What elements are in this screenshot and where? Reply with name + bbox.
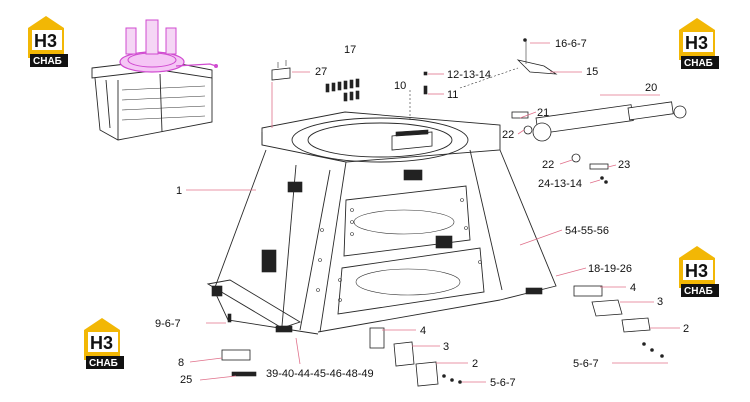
part-27	[271, 60, 291, 81]
leader-lines	[186, 42, 680, 383]
callout-3-bottom: 3	[443, 341, 449, 353]
callout-labels: 1 27 17 10 12-13-14 11 16-6-7 15 20 21 2…	[155, 38, 689, 389]
callout-20: 20	[645, 82, 657, 94]
svg-text:H3: H3	[685, 33, 708, 53]
callout-15: 15	[586, 66, 598, 78]
callout-22-upper: 22	[502, 129, 514, 141]
callout-22-lower: 22	[542, 159, 554, 171]
brand-logo-mid-right: H3 СНАБ	[679, 246, 719, 297]
part-17-bolts	[325, 78, 360, 102]
callout-25: 25	[180, 374, 192, 386]
callout-10: 10	[394, 80, 406, 92]
callout-39-49: 39-40-44-45-46-48-49	[266, 368, 374, 380]
svg-text:СНАБ: СНАБ	[33, 56, 62, 67]
svg-text:СНАБ: СНАБ	[89, 358, 118, 369]
callout-8: 8	[178, 357, 184, 369]
main-frame	[206, 111, 557, 335]
pads-bottom	[221, 313, 462, 387]
callout-21: 21	[537, 107, 549, 119]
callout-17: 17	[344, 44, 356, 56]
callout-16-6-7: 16-6-7	[555, 38, 587, 50]
callout-4-right: 4	[630, 282, 636, 294]
svg-text:СНАБ: СНАБ	[684, 58, 713, 69]
brand-logo-bottom-left: H3 СНАБ	[84, 318, 124, 369]
callout-23: 23	[618, 159, 630, 171]
svg-text:H3: H3	[34, 31, 57, 51]
callout-1: 1	[176, 185, 182, 197]
callout-3-right: 3	[657, 296, 663, 308]
svg-text:H3: H3	[90, 333, 113, 353]
callout-4-bottom: 4	[420, 325, 426, 337]
pads-right	[573, 285, 664, 358]
overview-thumbnail	[91, 19, 218, 141]
callout-12-13-14: 12-13-14	[447, 69, 491, 81]
svg-text:СНАБ: СНАБ	[684, 286, 713, 297]
brand-logo-top-left: H3 СНАБ	[28, 16, 68, 67]
part-15-bracket	[516, 38, 558, 75]
brand-logo-top-right: H3 СНАБ	[679, 18, 719, 69]
callout-24-13-14: 24-13-14	[538, 178, 582, 190]
part-10-11	[423, 71, 428, 95]
svg-text:H3: H3	[685, 261, 708, 281]
callout-9-6-7: 9-6-7	[155, 318, 181, 330]
callout-2-bottom: 2	[472, 358, 478, 370]
part-20-cylinder	[532, 101, 687, 142]
callout-2-right: 2	[683, 323, 689, 335]
callout-54-55-56: 54-55-56	[565, 225, 609, 237]
callout-18-19-26: 18-19-26	[588, 263, 632, 275]
callout-5-6-7-bottom: 5-6-7	[490, 377, 516, 389]
callout-5-6-7-right: 5-6-7	[573, 358, 599, 370]
part-23-24	[589, 163, 609, 184]
callout-11: 11	[447, 89, 458, 101]
callout-27: 27	[315, 66, 327, 78]
